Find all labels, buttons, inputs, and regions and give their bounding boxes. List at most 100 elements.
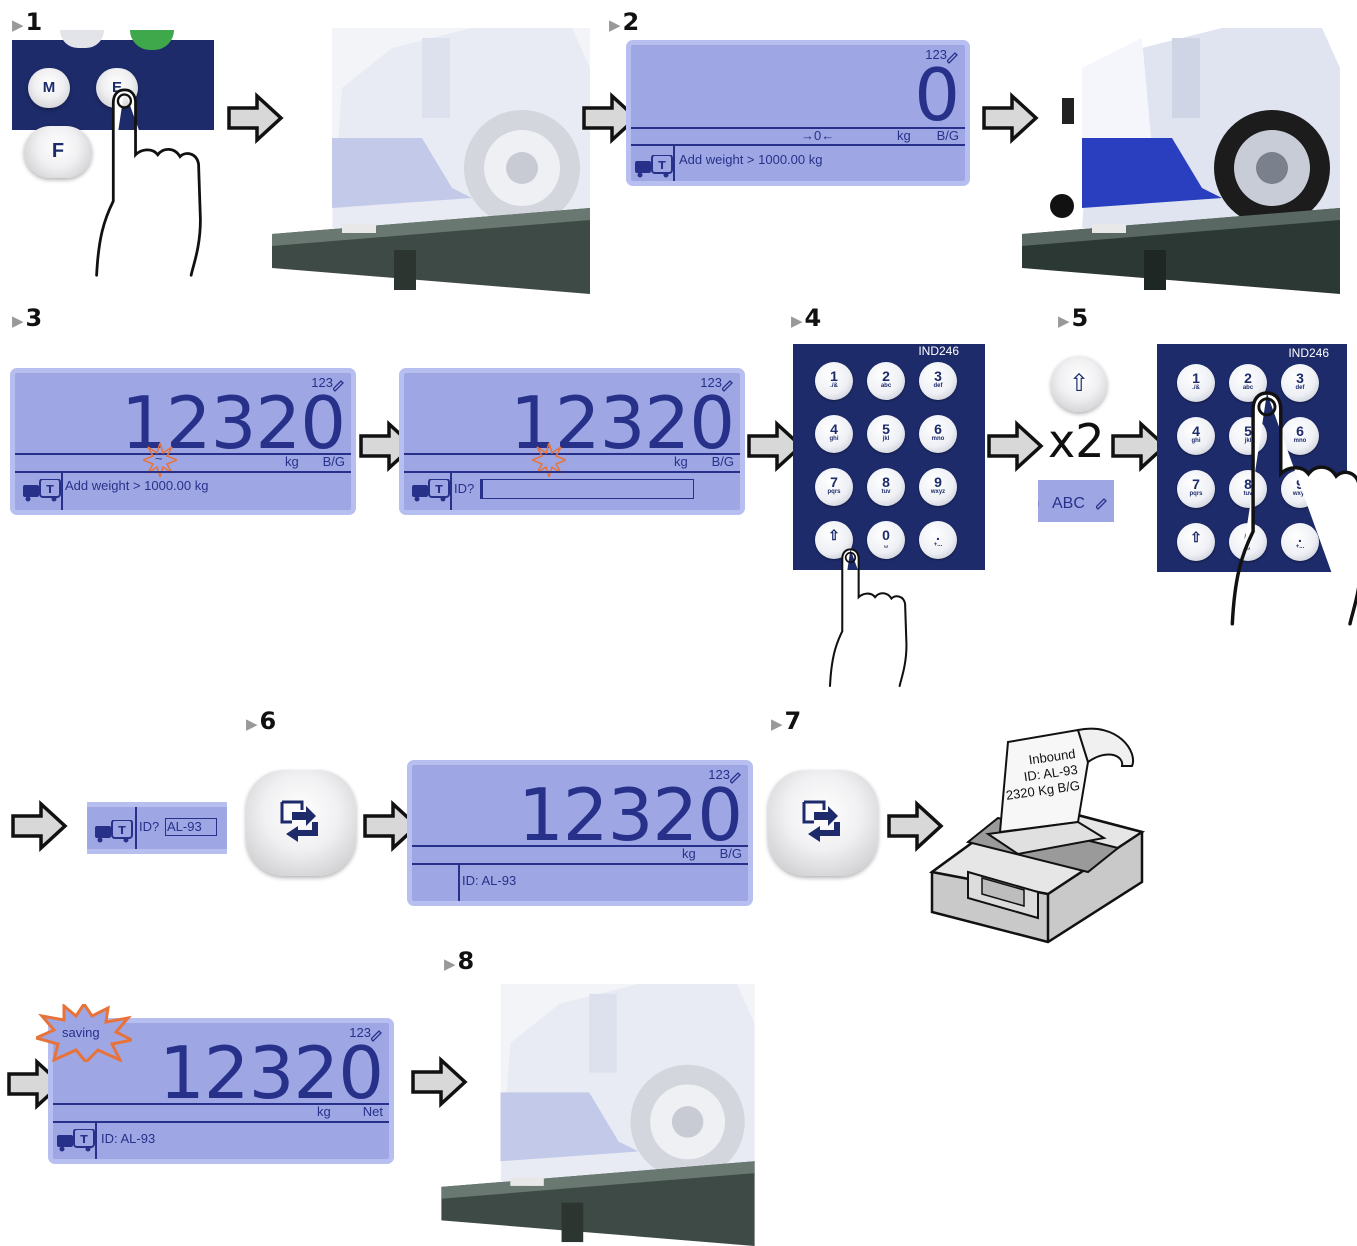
motion-symbol: ~ bbox=[155, 451, 163, 466]
id-input-field[interactable] bbox=[480, 479, 694, 499]
pointing-hand-icon bbox=[1230, 391, 1357, 626]
truck-on-scale-faded bbox=[272, 28, 590, 294]
saving-label: saving bbox=[62, 1025, 100, 1040]
display-id-prompt: 123 12320 kg B/G ID? bbox=[399, 368, 745, 515]
key-number: 1 bbox=[1192, 370, 1200, 386]
step-label-7: ▶7 bbox=[771, 707, 802, 735]
display-id-entered: 123 12320 kg B/G ID: AL-93 bbox=[407, 760, 753, 906]
counter-label: 123 bbox=[708, 767, 730, 782]
shift-key[interactable]: ⇧ bbox=[1051, 356, 1107, 412]
key-letters: def bbox=[1295, 385, 1305, 391]
counter-label: 123 bbox=[925, 47, 947, 62]
key-letters: mno bbox=[931, 436, 945, 442]
key-number: 3 bbox=[1296, 370, 1304, 386]
weight-readout: 12320 bbox=[158, 1031, 384, 1115]
key-12[interactable]: .+... bbox=[919, 521, 957, 559]
printer-icon bbox=[928, 727, 1146, 944]
flow-arrow bbox=[11, 802, 67, 850]
mode-label: B/G bbox=[711, 454, 734, 469]
step-label-1: ▶1 bbox=[12, 8, 43, 36]
mode-indicator-label: ABC bbox=[1052, 495, 1085, 512]
pencil-icon bbox=[1096, 498, 1107, 510]
truck-t-icon bbox=[23, 479, 61, 503]
key-letters: jkl bbox=[882, 436, 890, 442]
truck-t-icon bbox=[57, 1129, 95, 1153]
divider bbox=[412, 845, 748, 847]
key-11[interactable]: 0␣ bbox=[867, 521, 905, 559]
counter-label: 123 bbox=[311, 375, 333, 390]
display-zero: 123 0 →0← kg B/G Add weight > 1000.00 kg bbox=[626, 40, 970, 186]
divider bbox=[631, 144, 965, 146]
divider bbox=[458, 863, 460, 901]
prompt-text: Add weight > 1000.00 kg bbox=[679, 152, 823, 167]
key-number: 5 bbox=[882, 421, 890, 437]
key-1[interactable]: 1./& bbox=[815, 362, 853, 400]
key-letters: ␣ bbox=[884, 542, 888, 548]
id-input-field[interactable]: AL-93 bbox=[165, 818, 217, 836]
id-input-value: AL-93 bbox=[167, 819, 202, 834]
divider bbox=[135, 807, 137, 849]
key-number: 4 bbox=[1192, 423, 1200, 439]
divider bbox=[631, 127, 965, 129]
key-letters: ghi bbox=[1191, 438, 1201, 444]
divider bbox=[450, 471, 452, 510]
truck-on-scale bbox=[1022, 28, 1340, 294]
enter-key[interactable] bbox=[768, 770, 878, 876]
key-12[interactable]: .+... bbox=[1281, 523, 1319, 561]
key-letters: abc bbox=[1242, 385, 1254, 391]
weight-readout: 0 bbox=[914, 53, 960, 137]
motion-burst bbox=[143, 443, 177, 477]
key-number: 8 bbox=[1244, 476, 1252, 492]
f-key[interactable]: F bbox=[24, 126, 92, 178]
key-letters: wxyz bbox=[930, 489, 946, 495]
key-letters: mno bbox=[1293, 438, 1307, 444]
key-number: 5 bbox=[1244, 423, 1252, 439]
enter-icon bbox=[802, 800, 840, 842]
m-key[interactable]: M bbox=[28, 68, 70, 108]
id-prompt-label: ID? bbox=[454, 481, 475, 496]
truck-t-icon bbox=[635, 155, 673, 179]
display-motion: 123 12320 ~ kg B/G Add weight > 1000.00 … bbox=[10, 368, 356, 515]
divider bbox=[15, 471, 351, 473]
counter-label: 123 bbox=[700, 375, 722, 390]
key-letters: ./& bbox=[1192, 385, 1200, 391]
truck-t-icon bbox=[412, 479, 450, 503]
key-10[interactable]: ⇧ bbox=[1177, 523, 1215, 561]
shift-arrow-icon: ⇧ bbox=[1068, 370, 1090, 397]
key-number: 6 bbox=[1296, 423, 1304, 439]
pointing-hand-icon bbox=[828, 548, 908, 687]
key-1[interactable]: 1./& bbox=[1177, 364, 1215, 402]
key-letters: +... bbox=[933, 542, 943, 548]
id-result: ID: AL-93 bbox=[462, 873, 517, 888]
key-number: 9 bbox=[934, 474, 942, 490]
unit-label: kg bbox=[285, 454, 299, 469]
truck-t-icon bbox=[95, 820, 133, 844]
saving-burst bbox=[36, 1004, 132, 1062]
counter-label: 123 bbox=[349, 1025, 371, 1040]
key-number: 3 bbox=[934, 368, 942, 384]
key-number: ⇧ bbox=[1190, 529, 1202, 545]
flow-arrow bbox=[987, 422, 1043, 470]
truck-on-scale-faded bbox=[441, 984, 755, 1246]
divider bbox=[15, 453, 351, 455]
mode-indicator: ) ABC bbox=[1038, 480, 1114, 522]
stable-burst bbox=[532, 443, 566, 477]
key-number: 4 bbox=[830, 421, 838, 437]
key-letters: def bbox=[933, 383, 943, 389]
key-number: 7 bbox=[830, 474, 838, 490]
enter-key[interactable] bbox=[246, 770, 356, 876]
prompt-text: Add weight > 1000.00 kg bbox=[65, 478, 209, 493]
